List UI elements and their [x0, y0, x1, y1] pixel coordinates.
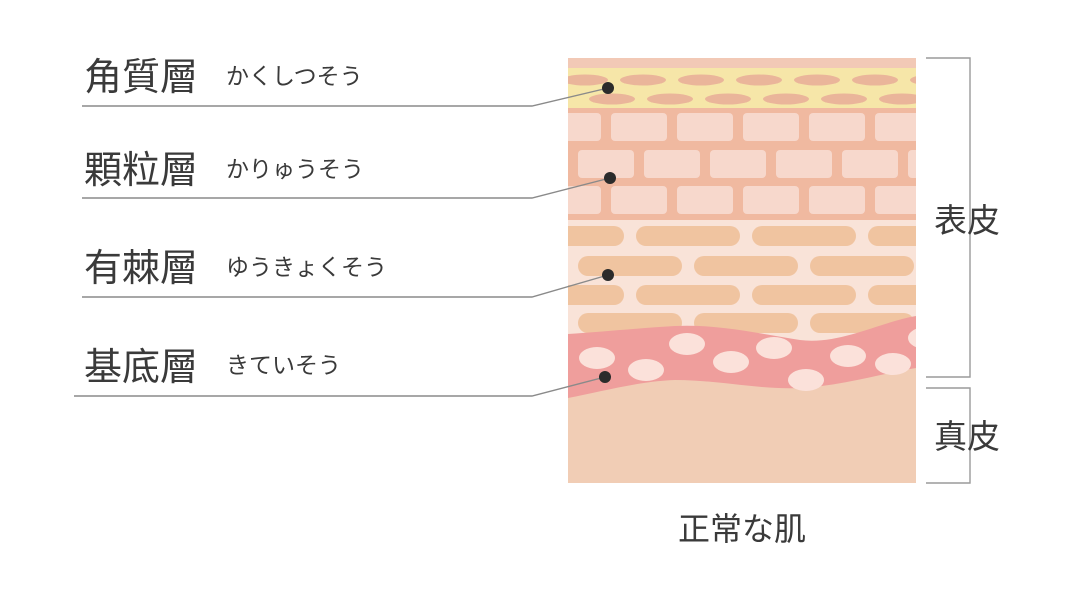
epidermis-label: 表皮: [934, 201, 1000, 240]
corneum-cells: [568, 74, 1041, 105]
granular-cell: [578, 150, 634, 178]
granular-cell: [908, 150, 916, 178]
corneum-cell: [879, 93, 916, 105]
corneum-cell: [821, 93, 867, 105]
dermis-bracket: [926, 387, 971, 484]
layer-name-basal: 基底層: [84, 345, 198, 389]
leader-basal: [74, 376, 606, 397]
basal-cell: [788, 369, 824, 391]
dermis-label: 真皮: [934, 417, 1000, 456]
corneum-cell: [763, 93, 809, 105]
granular-cell: [677, 113, 733, 141]
corneum-cell: [647, 93, 693, 105]
corneum-cell: [995, 94, 1041, 105]
leader-corneum: [82, 87, 609, 107]
granular-cell: [809, 186, 865, 214]
granular-cell: [743, 113, 799, 141]
leader-lines: [74, 82, 616, 397]
skin-cross-section: [568, 58, 1041, 483]
granular-cell: [611, 186, 667, 214]
spinous-cell: [926, 313, 1030, 333]
granular-cell: [568, 186, 601, 214]
granular-cell: [710, 150, 766, 178]
layer-reading-spinous: ゆうきょくそう: [226, 255, 387, 281]
corneum-cell: [736, 74, 782, 86]
layer-reading-corneum: かくしつそう: [226, 64, 363, 90]
basal-cell: [579, 347, 615, 369]
spinous-cell: [752, 226, 856, 246]
corneum-cell: [620, 74, 666, 86]
region-brackets: 表皮 真皮: [926, 57, 1000, 484]
layer-name-granular: 顆粒層: [84, 148, 198, 192]
spinous-cell: [752, 285, 856, 305]
layer-labels: 角質層 かくしつそう 顆粒層 かりゅうそう 有棘層 ゆうきょくそう 基底層 きて…: [84, 55, 387, 389]
corneum-cell: [937, 94, 983, 105]
spinous-cell: [810, 256, 914, 276]
surface-strip: [568, 58, 916, 68]
caption: 正常な肌: [678, 510, 806, 548]
spinous-cell: [568, 285, 624, 305]
corneum-cell: [968, 75, 1014, 86]
layer-name-corneum: 角質層: [84, 55, 198, 99]
corneum-cell: [852, 74, 898, 86]
granular-cell: [875, 113, 916, 141]
basal-cells: [579, 328, 916, 391]
spinous-cell: [694, 256, 798, 276]
layer-name-spinous: 有棘層: [84, 246, 198, 290]
epidermis-bracket: [926, 57, 971, 378]
basal-cell: [756, 337, 792, 359]
spinous-cell: [926, 256, 1030, 276]
spinous-cell: [578, 256, 682, 276]
granular-cell: [875, 186, 916, 214]
spinous-cell: [568, 226, 624, 246]
basal-cell: [628, 359, 664, 381]
spinous-cell: [868, 226, 916, 246]
granular-cell: [776, 150, 832, 178]
basal-cell: [908, 328, 916, 348]
granular-cell: [809, 113, 865, 141]
granular-cell: [677, 186, 733, 214]
spinous-cell: [868, 285, 916, 305]
granular-cell: [842, 150, 898, 178]
spinous-cell: [636, 226, 740, 246]
marker-spinous: [602, 269, 614, 281]
layer-reading-granular: かりゅうそう: [226, 157, 364, 183]
spinous-cell: [636, 285, 740, 305]
granular-cells: [568, 113, 916, 214]
marker-basal: [599, 371, 611, 383]
corneum-cell: [910, 76, 916, 84]
granular-cell: [743, 186, 799, 214]
granular-cell: [568, 113, 601, 141]
marker-granular: [604, 172, 616, 184]
granular-cell: [611, 113, 667, 141]
basal-cell: [830, 345, 866, 367]
leader-granular: [82, 177, 611, 199]
corneum-cell: [568, 74, 608, 86]
corneum-cell: [705, 93, 751, 105]
granular-cell: [644, 150, 700, 178]
corneum-cell: [794, 74, 840, 86]
basal-cell: [713, 351, 749, 373]
leader-spinous: [82, 274, 609, 298]
layer-reading-basal: きていそう: [226, 353, 341, 379]
basal-cell: [669, 333, 705, 355]
corneum-cell: [678, 74, 724, 86]
corneum-cell: [589, 93, 635, 105]
marker-corneum: [602, 82, 614, 94]
basal-cell: [875, 353, 911, 375]
